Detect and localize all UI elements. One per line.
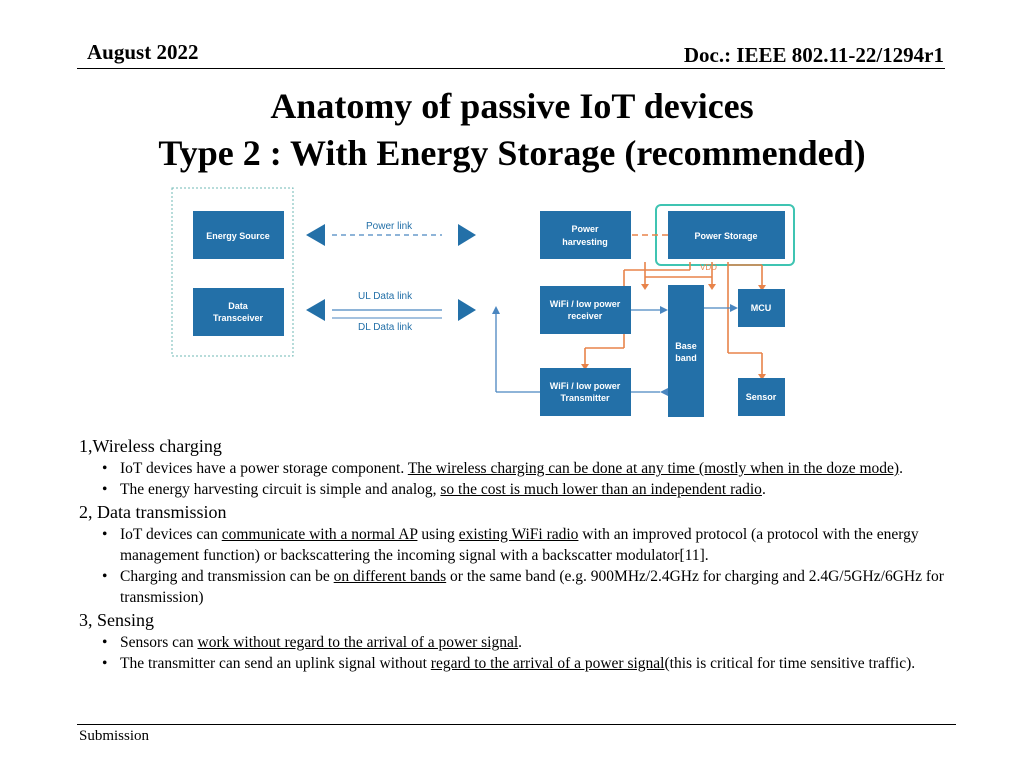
slide-title-line1: Anatomy of passive IoT devices (270, 86, 754, 126)
power-harvesting-block (540, 211, 631, 259)
slide-title-line2: Type 2 : With Energy Storage (recommende… (158, 133, 866, 173)
section-heading: 2, Data transmission (79, 502, 227, 522)
bullet-item: Charging and transmission can be on diff… (102, 566, 994, 608)
footer-divider (77, 724, 956, 725)
dl-data-link-label: DL Data link (358, 322, 413, 333)
block-labels: Energy Source Data Transceiver Power har… (206, 224, 777, 403)
energy-source-label: Energy Source (206, 231, 270, 241)
header-doc-number: Doc.: IEEE 802.11-22/1294r1 (683, 43, 944, 67)
power-harvesting-label-1: Power (571, 224, 599, 234)
power-storage-block (668, 211, 785, 259)
power-harvesting-label-2: harvesting (562, 237, 608, 247)
bullet-item: Sensors can work without regard to the a… (102, 632, 994, 653)
mcu-label: MCU (751, 303, 772, 313)
bullet-list: IoT devices can communicate with a norma… (79, 524, 994, 608)
wifi-receiver-label-1: WiFi / low power (550, 299, 621, 309)
data-transceiver-label-2: Transceiver (213, 313, 264, 323)
bullet-item: IoT devices have a power storage compone… (102, 458, 994, 479)
sensor-block (738, 378, 785, 416)
external-device-boundary (171, 187, 294, 357)
header-divider (77, 68, 945, 69)
baseband-block (668, 285, 704, 417)
data-transceiver-block (193, 288, 284, 336)
wifi-transmitter-label-2: Transmitter (560, 393, 610, 403)
energy-source-block (193, 211, 284, 259)
vdd-label: VDD (700, 263, 717, 272)
data-lines (332, 234, 730, 393)
bullet-item: The transmitter can send an uplink signa… (102, 653, 994, 674)
wifi-receiver-label-2: receiver (568, 311, 603, 321)
data-arrowheads (492, 304, 738, 396)
section-heading: 3, Sensing (79, 610, 155, 630)
baseband-label-1: Base (675, 341, 697, 351)
section-heading: 1,Wireless charging (79, 436, 222, 456)
section-wireless-charging: 1,Wireless charging IoT devices have a p… (79, 434, 994, 500)
wifi-receiver-block (540, 286, 631, 334)
wifi-transmitter-label-1: WiFi / low power (550, 381, 621, 391)
iot-anatomy-diagram: VDD Power link UL Data link DL Data link (171, 187, 795, 417)
header-date: August 2022 (87, 40, 199, 64)
footer-submission: Submission (79, 728, 150, 744)
power-storage-label: Power Storage (694, 231, 757, 241)
vdd-arrowheads (581, 284, 766, 380)
sensor-label: Sensor (746, 392, 777, 402)
section-data-transmission: 2, Data transmission IoT devices can com… (79, 500, 994, 608)
data-transceiver-label-1: Data (228, 301, 249, 311)
blocks (193, 211, 785, 417)
ul-data-link-label: UL Data link (358, 291, 413, 302)
antenna-triangles (306, 224, 476, 321)
power-link-label: Power link (366, 221, 413, 232)
bullet-list: Sensors can work without regard to the a… (79, 632, 994, 674)
section-sensing: 3, Sensing Sensors can work without rega… (79, 608, 994, 674)
bullet-list: IoT devices have a power storage compone… (79, 458, 994, 500)
bullet-item: IoT devices can communicate with a norma… (102, 524, 994, 566)
slide-body: 1,Wireless charging IoT devices have a p… (79, 434, 994, 674)
bullet-item: The energy harvesting circuit is simple … (102, 479, 994, 500)
mcu-block (738, 289, 785, 327)
baseband-label-2: band (675, 353, 697, 363)
wifi-transmitter-block (540, 368, 631, 416)
